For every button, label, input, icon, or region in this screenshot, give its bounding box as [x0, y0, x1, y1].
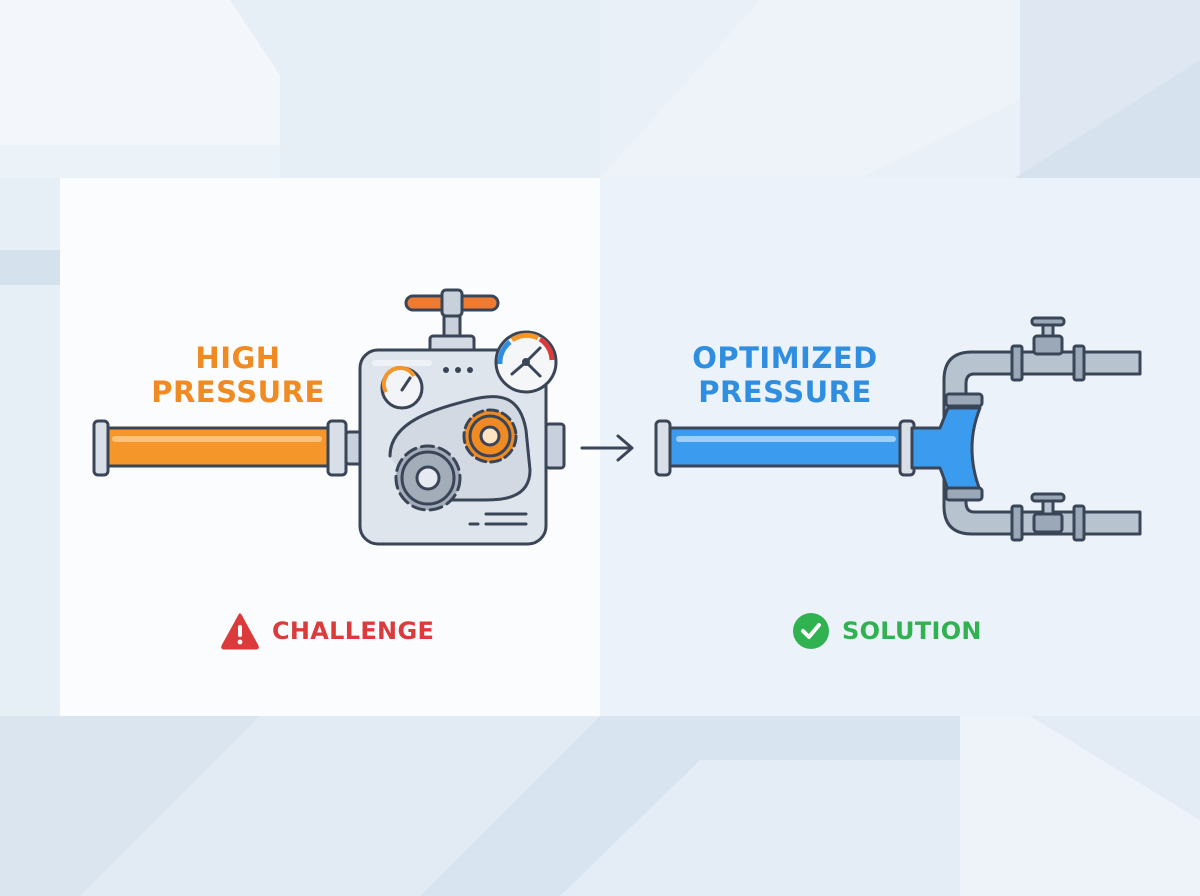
valve-icon: [1030, 316, 1066, 356]
challenge-label: CHALLENGE: [272, 617, 435, 645]
solution-tag: SOLUTION: [792, 611, 982, 651]
pressure-gauge-icon: [494, 330, 558, 394]
valve-icon: [1030, 492, 1066, 534]
valve-machine: [358, 288, 566, 546]
solution-label: SOLUTION: [842, 617, 982, 645]
check-circle-icon: [793, 613, 829, 649]
heading-line-2: PRESSURE: [698, 375, 872, 409]
heading-line-1: OPTIMIZED: [692, 341, 878, 375]
gear-icon: [394, 444, 462, 512]
heading-line-2: PRESSURE: [151, 375, 325, 409]
warning-icon: [221, 613, 259, 650]
heading-line-1: HIGH: [195, 341, 281, 375]
pipe-splitter: [910, 316, 1142, 542]
optimized-pressure-heading: OPTIMIZED PRESSURE: [665, 341, 905, 409]
high-pressure-heading: HIGH PRESSURE: [118, 341, 358, 409]
challenge-tag: CHALLENGE: [220, 611, 434, 651]
arrow-right-icon: [580, 434, 634, 462]
blue-pipe: [654, 419, 916, 477]
gear-icon-orange: [462, 408, 518, 464]
orange-pipe: [92, 419, 348, 477]
